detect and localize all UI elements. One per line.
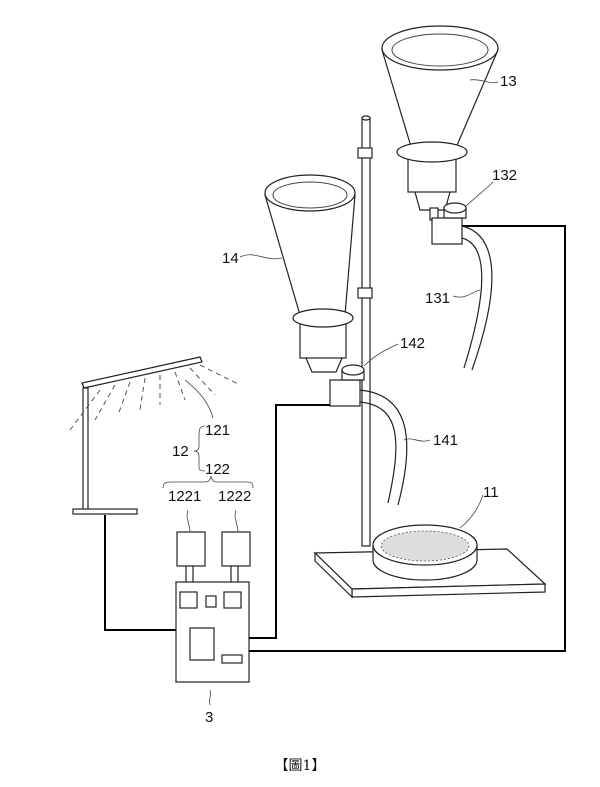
- controller: [175, 581, 250, 683]
- leader-lines: [162, 79, 499, 706]
- upper-funnel: [381, 25, 499, 221]
- label-3: 3: [205, 709, 213, 726]
- label-14: 14: [222, 250, 239, 267]
- label-11: 11: [483, 484, 499, 501]
- label-1222: 1222: [218, 488, 251, 505]
- label-122: 122: [205, 461, 230, 478]
- upper-tube: [461, 225, 493, 371]
- label-1221: 1221: [168, 488, 201, 505]
- stand-rod: [357, 115, 373, 547]
- label-12: 12: [172, 443, 189, 460]
- label-121: 121: [205, 422, 230, 439]
- figure-caption: 【圖1】: [275, 758, 326, 774]
- label-13: 13: [500, 73, 517, 90]
- label-131: 131: [425, 290, 450, 307]
- lamp: [69, 356, 241, 515]
- lower-tube: [359, 389, 408, 506]
- sensor-2: [221, 531, 251, 595]
- label-132: 132: [492, 167, 517, 184]
- lower-funnel: [264, 174, 356, 373]
- wiring: [104, 225, 566, 652]
- petri-dish: [372, 524, 478, 581]
- lower-valve: [329, 364, 365, 407]
- label-141: 141: [433, 432, 458, 449]
- label-142: 142: [400, 335, 425, 352]
- sensor-1: [176, 531, 206, 595]
- upper-valve: [431, 202, 467, 245]
